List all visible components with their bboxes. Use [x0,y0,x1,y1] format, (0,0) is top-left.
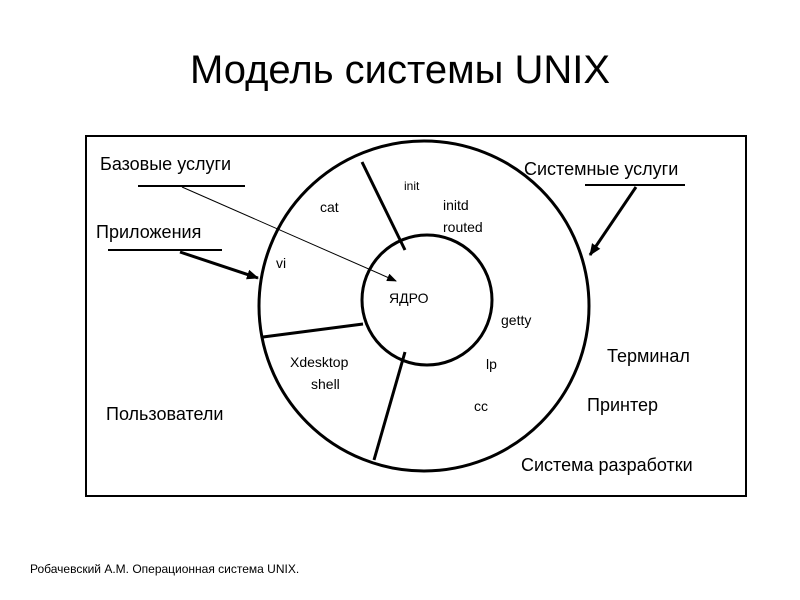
diagram-frame [85,135,747,497]
base-services-arrow [181,186,397,282]
item-init: init [404,179,420,193]
item-initd: initd [443,197,469,213]
label-terminal: Терминал [607,346,690,366]
item-kernel: ЯДРО [389,290,429,306]
label-printer: Принтер [587,395,658,415]
item-lp: lp [486,356,497,372]
item-cc: cc [474,398,488,414]
label-users: Пользователи [106,404,223,424]
label-base-services: Базовые услуги [100,154,231,174]
page-title: Модель системы UNIX [189,48,611,92]
label-system-services: Системные услуги [524,159,678,179]
outer-ring [257,139,591,473]
item-cat: cat [320,199,339,215]
divider-bottom [372,351,407,461]
item-xdesktop: Xdesktop [290,354,349,370]
label-dev-system: Система разработки [521,455,693,475]
item-shell: shell [311,376,340,392]
item-vi: vi [276,255,286,271]
divider-top [360,161,407,251]
item-getty: getty [501,312,531,328]
label-applications: Приложения [96,222,201,242]
system-services-arrow [588,186,638,256]
item-routed: routed [443,219,483,235]
kernel-circle [360,233,494,367]
divider-left [262,322,364,339]
applications-arrow [179,250,259,280]
footer-citation: Робачевский А.М. Операционная система UN… [30,562,300,576]
